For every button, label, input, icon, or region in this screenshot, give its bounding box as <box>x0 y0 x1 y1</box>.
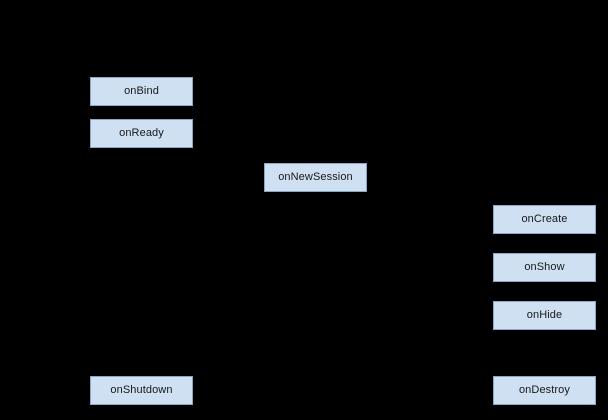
node-on-hide[interactable]: onHide <box>493 301 596 330</box>
node-on-new-session[interactable]: onNewSession <box>264 163 367 192</box>
node-on-bind[interactable]: onBind <box>90 77 193 106</box>
node-on-show[interactable]: onShow <box>493 253 596 282</box>
node-on-ready[interactable]: onReady <box>90 119 193 148</box>
node-on-destroy[interactable]: onDestroy <box>493 376 596 405</box>
node-on-shutdown[interactable]: onShutdown <box>90 376 193 405</box>
node-on-create[interactable]: onCreate <box>493 205 596 234</box>
